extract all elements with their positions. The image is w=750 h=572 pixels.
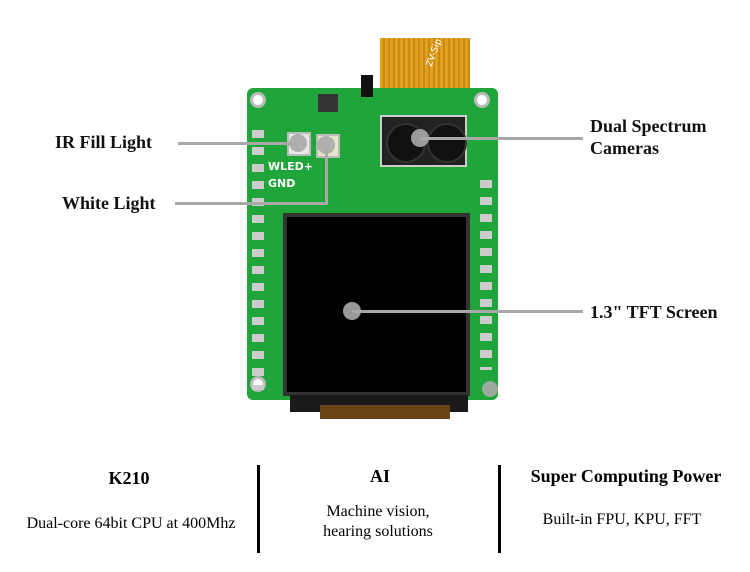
feature-desc-k210: Dual-core 64bit CPU at 400Mhz bbox=[26, 515, 236, 532]
callout-dot bbox=[343, 302, 361, 320]
feature-title-k210: K210 bbox=[108, 468, 150, 488]
callout-dot bbox=[317, 136, 335, 154]
desc-line: Machine vision, bbox=[326, 503, 430, 520]
feature-title-computing: Super Computing Power bbox=[530, 466, 722, 486]
power-switch bbox=[361, 75, 373, 97]
inductor bbox=[318, 94, 338, 112]
mount-hole bbox=[474, 92, 490, 108]
divider bbox=[257, 465, 260, 553]
callout-line bbox=[325, 146, 328, 205]
right-pin-header bbox=[480, 180, 492, 370]
callout-line bbox=[178, 142, 298, 145]
label-line: Dual Spectrum bbox=[590, 116, 707, 136]
label-ir-fill-light: IR Fill Light bbox=[55, 132, 153, 152]
label-white-light: White Light bbox=[62, 193, 156, 213]
feature-desc-computing: Built-in FPU, KPU, FFT bbox=[542, 511, 702, 528]
ribbon-text: ZV-Sip bbox=[424, 37, 445, 69]
callout-line bbox=[175, 202, 328, 205]
mount-hole bbox=[250, 92, 266, 108]
dual-cameras bbox=[380, 115, 467, 167]
divider bbox=[498, 465, 501, 553]
silk-wled: WLED+ bbox=[268, 160, 314, 173]
screen-flex bbox=[320, 405, 450, 419]
silk-gnd: GND bbox=[268, 177, 296, 190]
feature-desc-ai: Machine vision, hearing solutions bbox=[248, 502, 508, 542]
callout-dot bbox=[289, 134, 307, 152]
callout-dot bbox=[411, 129, 429, 147]
camera-lens bbox=[427, 123, 467, 163]
label-line: Cameras bbox=[590, 138, 659, 158]
callout-dot bbox=[482, 381, 498, 397]
label-tft-screen: 1.3" TFT Screen bbox=[590, 302, 718, 322]
callout-line bbox=[352, 310, 583, 313]
desc-line: hearing solutions bbox=[323, 523, 433, 540]
callout-line bbox=[420, 137, 583, 140]
tft-screen bbox=[283, 213, 470, 396]
feature-title-ai: AI bbox=[369, 466, 390, 486]
left-pin-header bbox=[252, 130, 264, 390]
